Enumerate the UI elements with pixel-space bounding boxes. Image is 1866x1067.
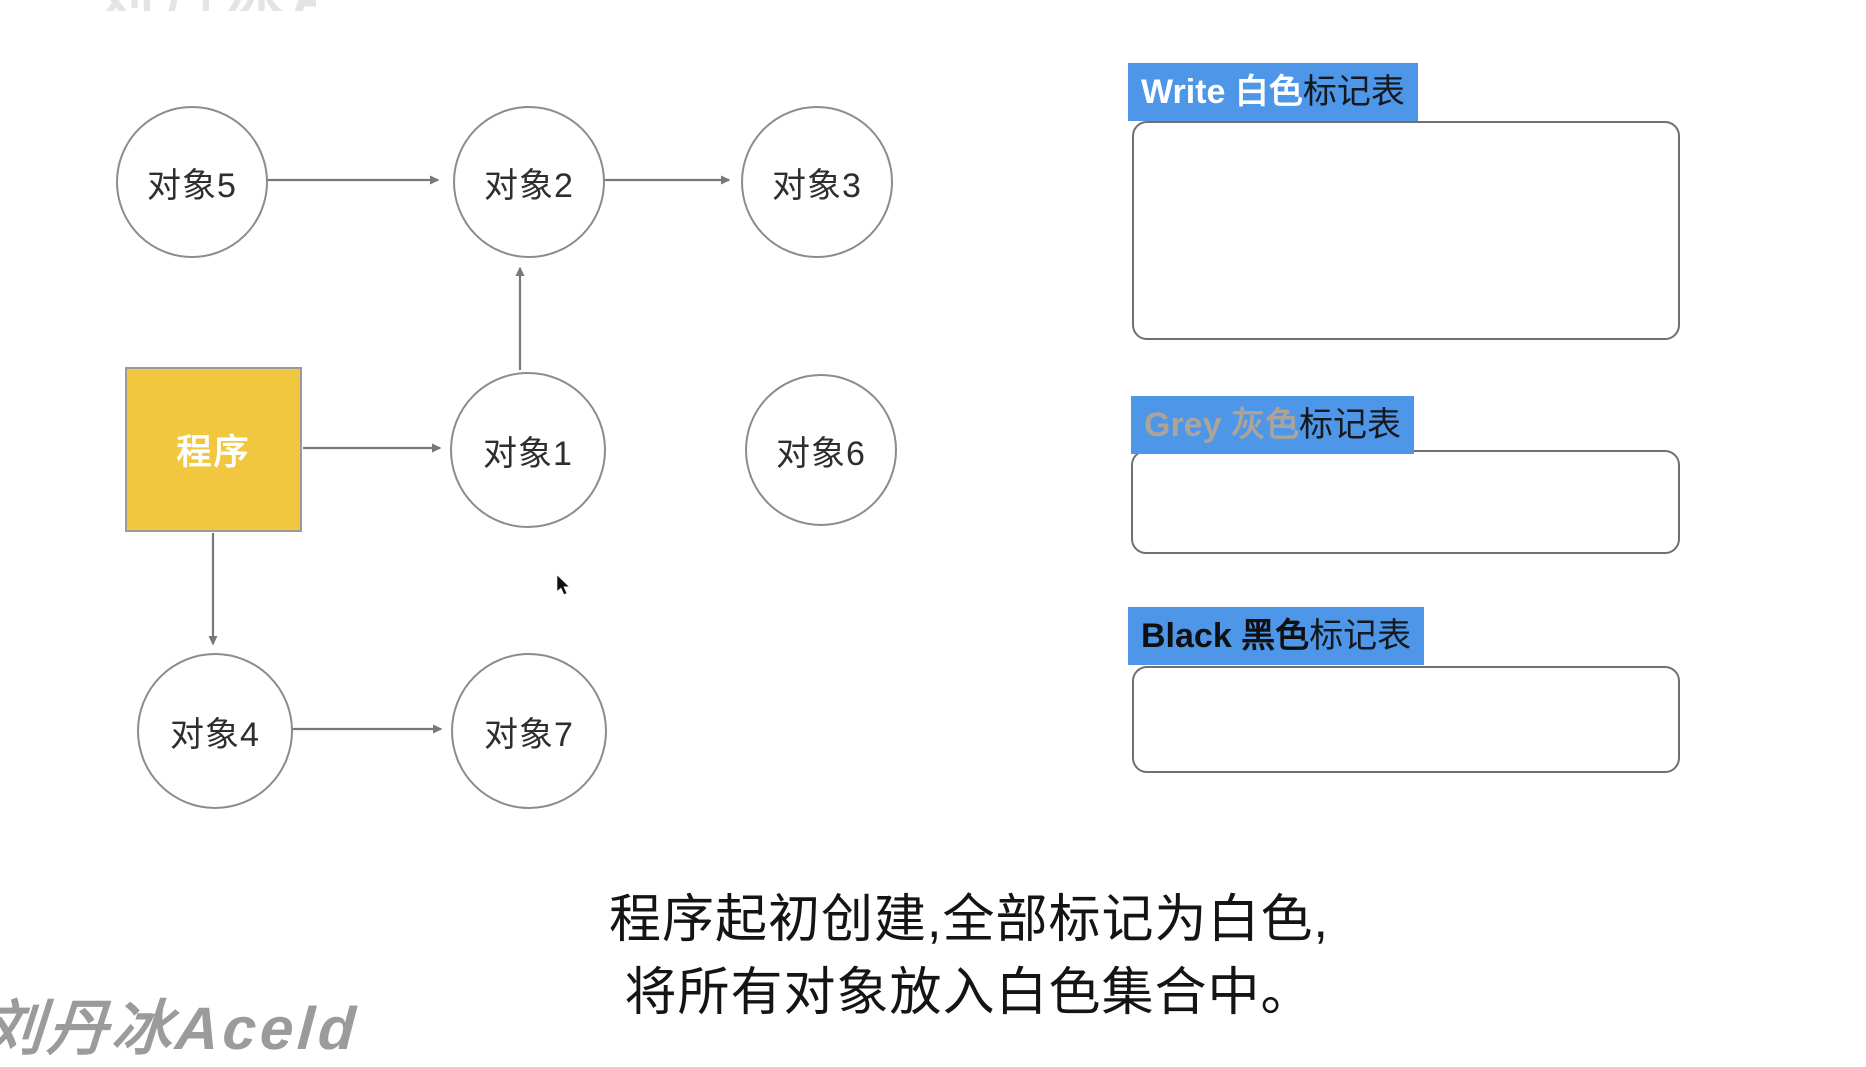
slide-canvas: 刘丹冰Aceld 程序 对象5 对象2 对象3 对象1 对象6 对象4 对象7: [0, 0, 1680, 1062]
object-node-1: 对象1: [450, 372, 606, 528]
white-table-label-tail: 标记表: [1302, 73, 1405, 111]
object-node-2: 对象2: [453, 106, 605, 258]
object-node-6: 对象6: [745, 374, 897, 526]
author-watermark: 刘丹冰Aceld: [0, 995, 362, 1062]
program-node-label: 程序: [176, 433, 251, 472]
caption: 程序起初创建,全部标记为白色, 将所有对象放入白色集合中。: [494, 884, 1444, 1030]
object-node-label: 对象4: [170, 715, 260, 754]
grey-table-label-tail: 标记表: [1298, 406, 1401, 444]
object-node-label: 对象7: [484, 715, 574, 754]
black-table-label: Black 黑色标记表: [1128, 607, 1425, 665]
white-table-label: Write 白色标记表: [1128, 63, 1418, 121]
object-node-5: 对象5: [116, 106, 268, 258]
mouse-cursor-icon: [556, 574, 571, 596]
object-node-label: 对象6: [776, 434, 866, 473]
object-node-label: 对象5: [147, 166, 237, 205]
black-table-label-tail: 标记表: [1309, 617, 1412, 655]
top-watermark-text: 刘丹冰Aceld: [96, 0, 316, 11]
black-table-label-head: Black 黑色: [1141, 617, 1310, 655]
top-watermark-fragment: 刘丹冰Aceld: [96, 0, 316, 11]
grey-table-box: [1131, 450, 1680, 554]
grey-table-label-head: Grey 灰色: [1144, 406, 1299, 444]
diagram-arrows: [208, 175, 731, 734]
object-node-label: 对象3: [772, 166, 862, 205]
caption-line-1: 程序起初创建,全部标记为白色,: [609, 891, 1329, 949]
grey-table-label: Grey 灰色标记表: [1131, 396, 1414, 454]
caption-line-2: 将所有对象放入白色集合中。: [624, 964, 1314, 1022]
program-node: 程序: [125, 367, 302, 532]
white-table-label-head: Write 白色: [1141, 73, 1303, 111]
object-node-label: 对象1: [483, 434, 573, 473]
object-node-7: 对象7: [451, 653, 607, 809]
white-table-box: [1132, 121, 1680, 340]
object-node-label: 对象2: [484, 166, 574, 205]
black-table-box: [1132, 666, 1680, 773]
object-node-4: 对象4: [137, 653, 293, 809]
object-node-3: 对象3: [741, 106, 893, 258]
